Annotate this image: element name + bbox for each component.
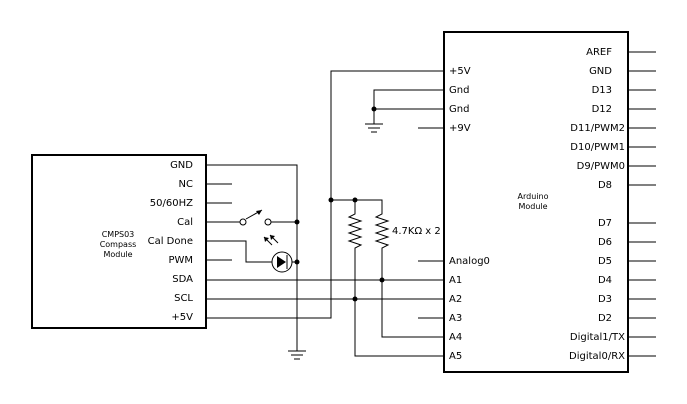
arduino-pin-d3: D3: [598, 294, 612, 305]
arduino-pin-analog0: Analog0: [449, 256, 490, 267]
arduino-pin-d11: D11/PWM2: [570, 123, 625, 134]
wire-5v: [206, 70, 444, 319]
cmps03-module-box: [31, 154, 207, 329]
wire-cal-done: [232, 240, 272, 263]
arduino-pin-a4: A4: [449, 332, 462, 343]
cmps03-pin-5v: +5V: [171, 312, 193, 323]
cmps03-pin-sda: SDA: [172, 274, 193, 285]
junction-dot-icon: [294, 219, 300, 225]
junction-dot-icon: [352, 296, 358, 302]
cmps03-pin-cal-done: Cal Done: [148, 236, 193, 247]
arduino-pin-gnd-right: GND: [589, 66, 612, 77]
arduino-module-box: [443, 31, 629, 373]
wire-arduino-gnd: [373, 89, 444, 124]
cmps03-pin-gnd: GND: [170, 160, 193, 171]
arduino-pin-d7: D7: [598, 218, 612, 229]
arduino-pin-a2: A2: [449, 294, 462, 305]
arduino-pin-d9: D9/PWM0: [577, 161, 625, 172]
cmps03-name-line-2: Compass: [100, 240, 137, 249]
cmps03-pin-nc: NC: [179, 179, 193, 190]
arduino-pin-gnd-1: Gnd: [449, 85, 469, 96]
cmps03-pin-50-60hz: 50/60HZ: [150, 198, 193, 209]
arduino-pin-a3: A3: [449, 313, 462, 324]
ground-symbol-icon: [365, 123, 383, 133]
cmps03-pin-cal: Cal: [177, 217, 193, 228]
arduino-name-line-1: Arduino: [518, 192, 549, 201]
wire-res2-a4: [381, 256, 444, 338]
arduino-pin-aref: AREF: [586, 47, 612, 58]
junction-dot-icon: [352, 197, 358, 203]
cmps03-pin-scl: SCL: [174, 293, 193, 304]
arduino-pin-d5: D5: [598, 256, 612, 267]
ground-symbol-icon: [288, 350, 306, 360]
arduino-pin-digital0-rx: Digital0/RX: [569, 351, 625, 362]
cmps03-name-line-1: CMPS03: [102, 230, 135, 239]
wire-res1-a5: [354, 256, 444, 357]
arduino-pin-d4: D4: [598, 275, 612, 286]
arduino-pin-9v: +9V: [449, 123, 471, 134]
junction-dot-icon: [371, 106, 377, 112]
resistor-icon: [374, 209, 390, 256]
junction-dot-icon: [328, 197, 334, 203]
led-icon: [263, 234, 297, 273]
cal-pushbutton-icon: [232, 209, 297, 226]
arduino-pin-a5: A5: [449, 351, 462, 362]
arduino-pin-d10: D10/PWM1: [570, 142, 625, 153]
junction-dot-icon: [379, 277, 385, 283]
arduino-pin-d8: D8: [598, 180, 612, 191]
arduino-pin-d2: D2: [598, 313, 612, 324]
wire-cmps-gnd: [206, 164, 298, 351]
arduino-pin-d6: D6: [598, 237, 612, 248]
arduino-pin-digital1-tx: Digital1/TX: [570, 332, 625, 343]
cmps03-pin-stubs: [206, 164, 232, 261]
arduino-pin-d12: D12: [592, 104, 612, 115]
arduino-pin-a1: A1: [449, 275, 462, 286]
arduino-name-line-2: Module: [518, 202, 547, 211]
arduino-pin-5v: +5V: [449, 66, 471, 77]
arduino-left-unconnected-stubs: [418, 127, 444, 262]
junction-dot-icon: [294, 259, 300, 265]
resistor-icon: [347, 209, 363, 256]
arduino-pin-d13: D13: [592, 85, 612, 96]
arduino-pin-gnd-2: Gnd: [449, 104, 469, 115]
arduino-right-pin-stubs: [628, 51, 656, 357]
resistor-value-label: 4.7KΩ x 2: [392, 226, 441, 237]
cmps03-name-line-3: Module: [103, 250, 132, 259]
cmps03-pin-pwm: PWM: [168, 255, 193, 266]
